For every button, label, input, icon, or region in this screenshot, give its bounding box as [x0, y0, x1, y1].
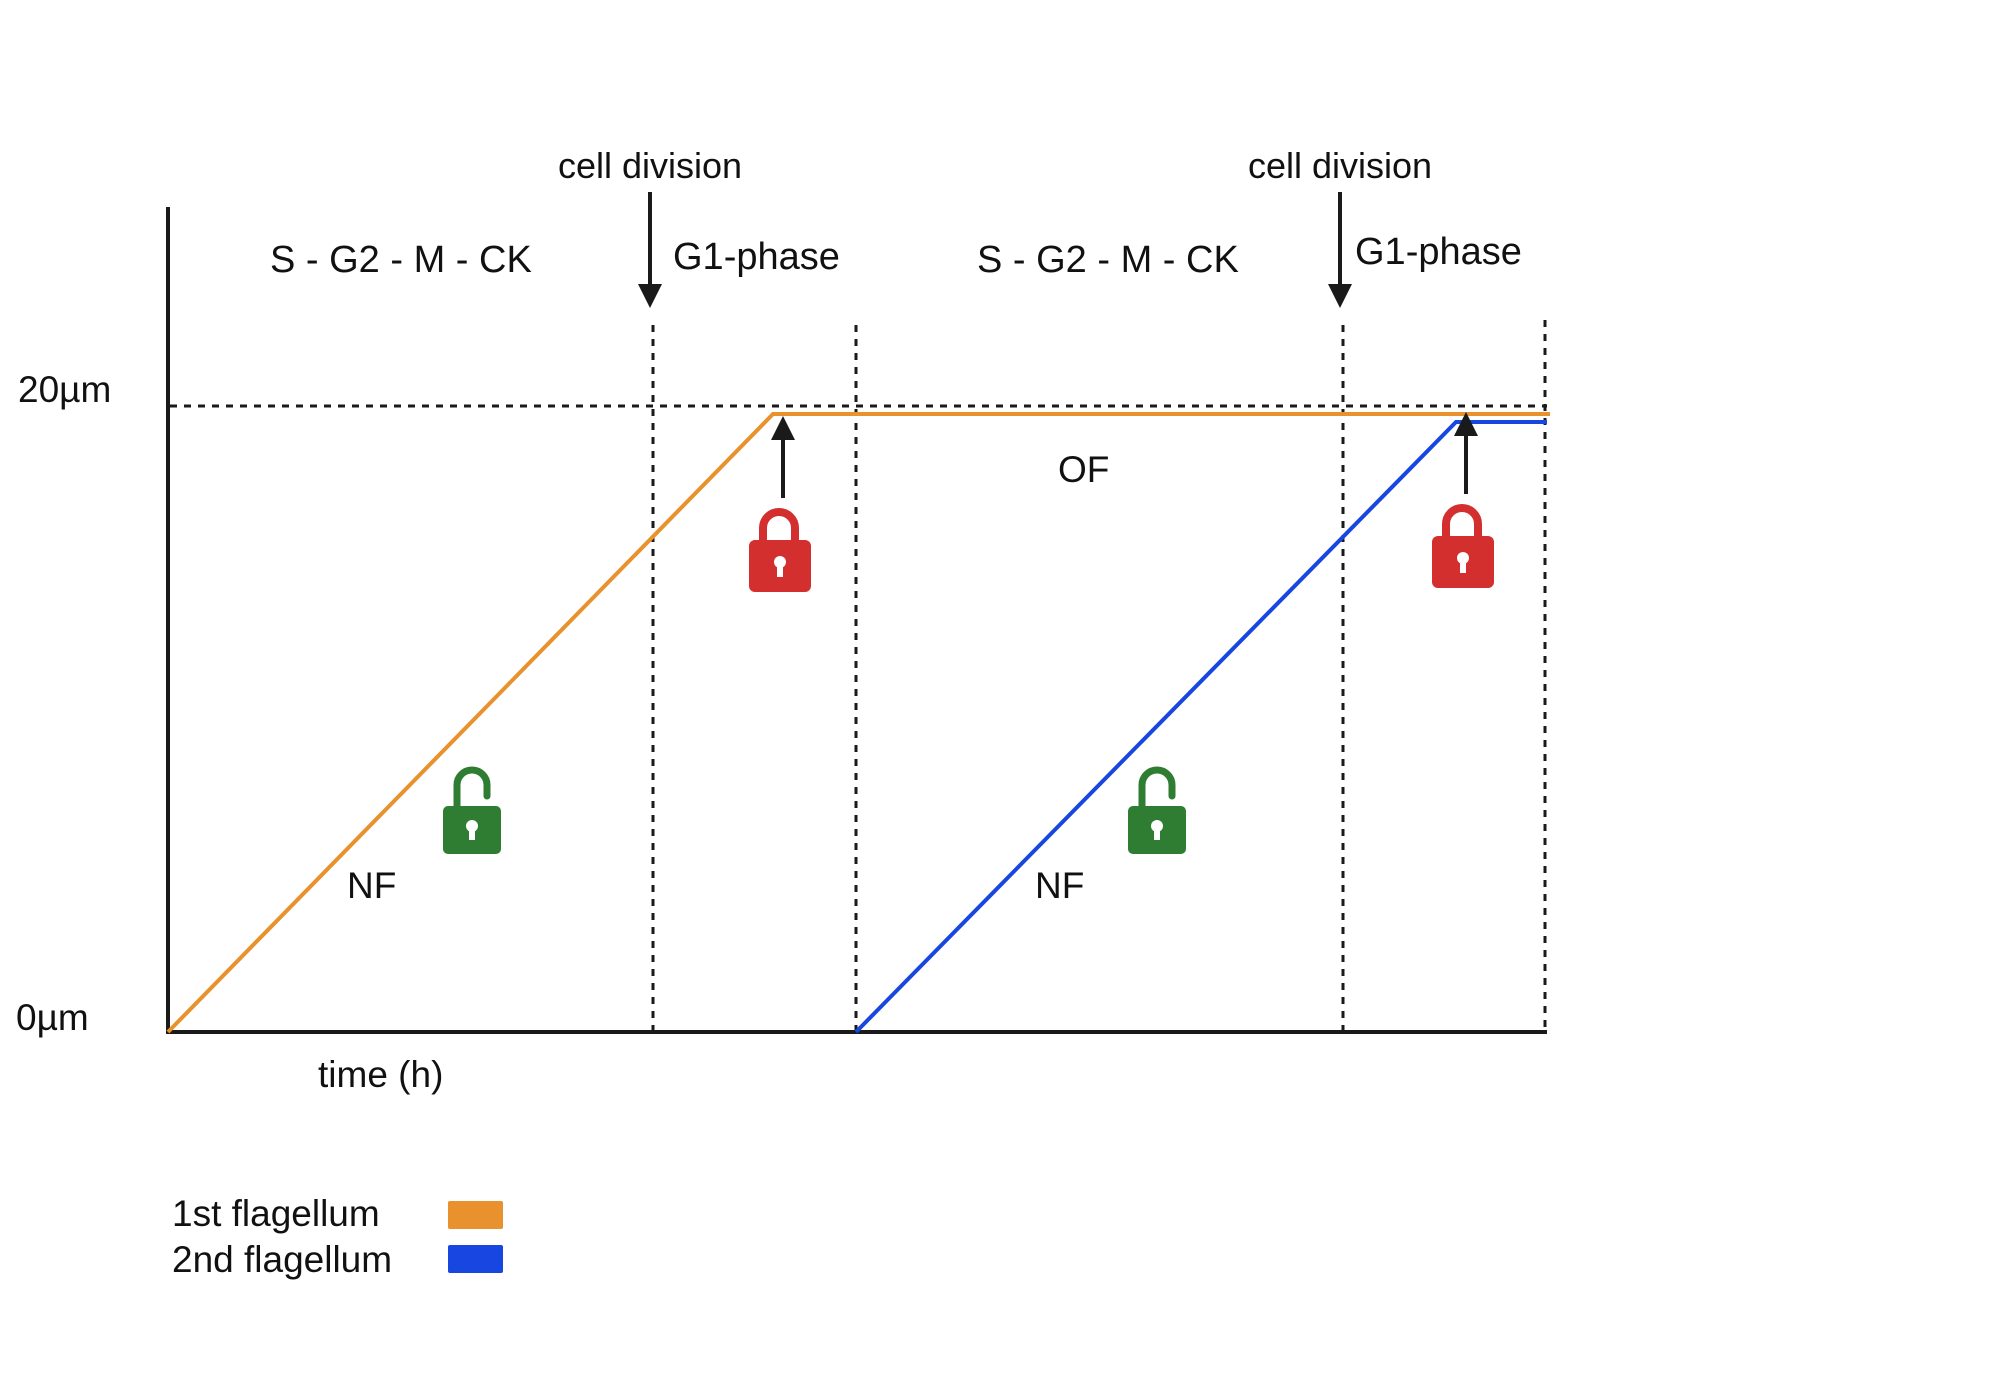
legend-swatch-second-flagellum [448, 1245, 503, 1273]
first-flagellum-growth-line [166, 412, 1550, 1034]
x-axis-label: time (h) [318, 1054, 443, 1095]
curve-label-nf-1: NF [347, 865, 396, 906]
legend-label-second-flagellum: 2nd flagellum [172, 1239, 392, 1280]
cell-division-label-2: cell division [1248, 145, 1432, 186]
phase-label-cycle-2: S - G2 - M - CK [977, 239, 1239, 281]
phase-label-g1-1: G1-phase [673, 236, 840, 278]
curve-label-of: OF [1058, 449, 1109, 490]
curve-label-nf-2: NF [1035, 865, 1084, 906]
closed-padlock-icon [749, 508, 811, 592]
legend: 1st flagellum 2nd flagellum [172, 1193, 503, 1280]
legend-label-first-flagellum: 1st flagellum [172, 1193, 380, 1234]
phase-label-g1-2: G1-phase [1355, 231, 1522, 273]
legend-swatch-first-flagellum [448, 1201, 503, 1229]
y-label-top: 20µm [18, 369, 111, 410]
open-padlock-icon [443, 766, 501, 854]
closed-padlock-icon [1432, 504, 1494, 588]
y-label-bottom: 0µm [16, 997, 89, 1038]
cell-division-label-1: cell division [558, 145, 742, 186]
open-padlock-icon [1128, 766, 1186, 854]
phase-label-cycle-1: S - G2 - M - CK [270, 239, 532, 281]
second-flagellum-growth-line [854, 420, 1547, 1034]
